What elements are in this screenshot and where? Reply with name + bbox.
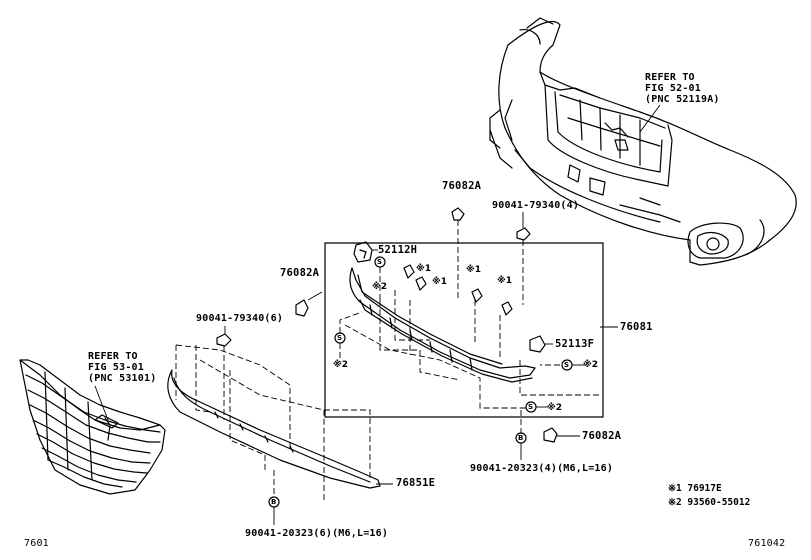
part-52113f[interactable]: 52113F xyxy=(555,338,595,350)
refer-left-line1: REFER TO xyxy=(88,351,138,362)
mark-note-2: ※2 xyxy=(333,360,349,370)
corner-code-right: 761042 xyxy=(748,538,786,549)
part-76082a-bottom[interactable]: 76082A xyxy=(582,430,622,442)
detail-box xyxy=(324,242,604,418)
s-mark: S xyxy=(337,334,343,342)
radiator-grille-drawing xyxy=(19,359,166,495)
part-76082a-left[interactable]: 76082A xyxy=(280,267,320,279)
refer-left-line3[interactable]: (PNC 53101) xyxy=(88,373,157,384)
mark-note-1: ※1 xyxy=(416,264,432,274)
mark-note-1: ※1 xyxy=(466,265,482,275)
mark-note-1: ※1 xyxy=(432,277,448,287)
part-76851e[interactable]: 76851E xyxy=(396,477,436,489)
part-76082a-top[interactable]: 76082A xyxy=(442,180,482,192)
lower-spoiler-drawing xyxy=(349,267,536,383)
legend-note-2: ※2 93560-55012 xyxy=(668,497,751,508)
refer-top-line1: REFER TO xyxy=(645,72,695,83)
mark-note-2: ※2 xyxy=(583,360,599,370)
legend-note-1: ※1 76917E xyxy=(668,483,722,494)
refer-top-line2: FIG 52-01 xyxy=(645,83,701,94)
part-76081[interactable]: 76081 xyxy=(620,321,653,333)
b-mark: B xyxy=(518,434,524,442)
mark-note-1: ※1 xyxy=(497,276,513,286)
part-90041-20323-6[interactable]: 90041-20323(6)(M6,L=16) xyxy=(245,528,389,539)
mark-note-2: ※2 xyxy=(372,282,388,292)
dashed-lines xyxy=(175,220,600,500)
s-mark: S xyxy=(377,258,383,266)
part-52112h[interactable]: 52112H xyxy=(378,244,418,256)
bumper-cover-drawing xyxy=(489,17,797,266)
part-90041-20323-4[interactable]: 90041-20323(4)(M6,L=16) xyxy=(470,463,614,474)
s-mark: S xyxy=(528,403,534,411)
b-mark: B xyxy=(271,498,277,506)
part-90041-79340-4[interactable]: 90041-79340(4) xyxy=(492,200,580,211)
s-mark: S xyxy=(564,361,570,369)
refer-left-line2: FIG 53-01 xyxy=(88,362,144,373)
mark-note-2: ※2 xyxy=(547,403,563,413)
refer-top-line3[interactable]: (PNC 52119A) xyxy=(645,94,720,105)
clip-icons xyxy=(216,207,558,443)
part-90041-79340-6[interactable]: 90041-79340(6) xyxy=(196,313,284,324)
corner-code-left: 7601 xyxy=(24,538,49,549)
leader-lines xyxy=(94,104,661,525)
